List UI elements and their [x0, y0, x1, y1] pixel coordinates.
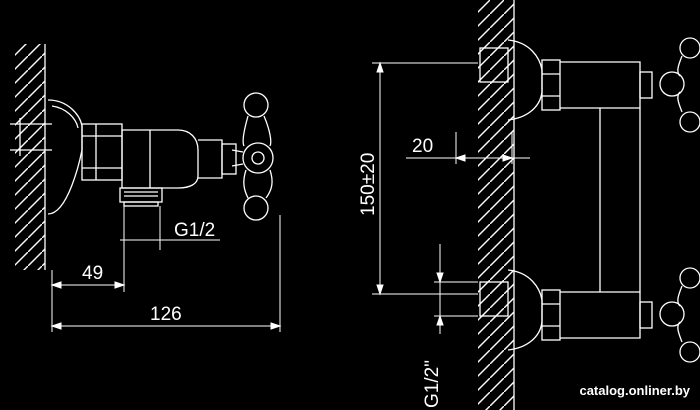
dim-lines-front: [372, 61, 530, 334]
dim-label-front-offset: 20: [412, 136, 433, 157]
lower-connection: [479, 269, 561, 351]
lower-handle: [639, 267, 700, 363]
upper-connection: [479, 39, 561, 121]
inlet-pipe: [10, 118, 52, 156]
vertical-body: [599, 108, 641, 292]
dim-label-front-thread: G1/2": [422, 360, 443, 408]
cross-handle: [221, 92, 274, 221]
outlet-thread: [119, 187, 163, 207]
dim-lines-side: [50, 206, 282, 332]
hex-nut: [81, 123, 123, 181]
upper-handle: [639, 37, 700, 133]
side-view: G1/2 49 126: [10, 44, 282, 332]
lower-arm: [560, 291, 641, 339]
wall-left: [15, 44, 46, 270]
dim-label-side-thread: G1/2: [174, 220, 215, 241]
front-view: 20 150±20 G1/2": [358, 0, 700, 410]
valve-body: [121, 129, 223, 189]
dim-label-side-offset: 49: [82, 263, 103, 284]
dim-label-side-total: 126: [150, 304, 182, 325]
dim-label-front-spacing: 150±20: [358, 153, 379, 216]
wall-flange: [47, 99, 83, 215]
watermark: catalog.onliner.by: [579, 383, 690, 398]
upper-arm: [560, 61, 641, 109]
